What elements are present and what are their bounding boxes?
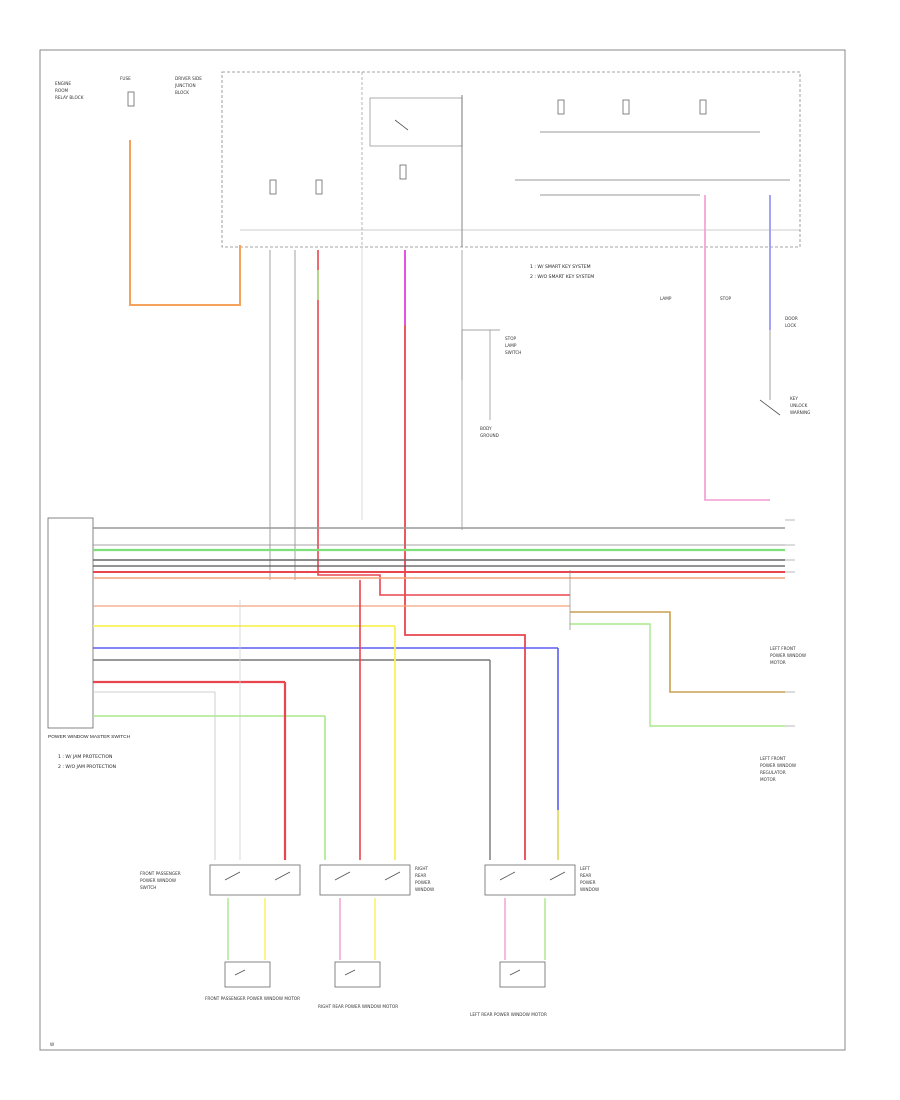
svg-text:MOTOR: MOTOR [760, 777, 776, 782]
svg-text:STOP: STOP [505, 336, 517, 341]
svg-text:FUSE: FUSE [120, 76, 131, 81]
motor-left-rear: LEFT REAR POWER WINDOW MOTOR [470, 961, 547, 1017]
svg-text:BODY: BODY [480, 426, 492, 431]
svg-text:JUNCTION: JUNCTION [174, 83, 196, 88]
svg-text:POWER WINDOW: POWER WINDOW [770, 653, 806, 658]
svg-text:DOOR: DOOR [785, 316, 798, 321]
motor-front-passenger: FRONT PASSENGER POWER WINDOW MOTOR [205, 961, 300, 1001]
fuse-icon [269, 99, 707, 195]
svg-text:SWITCH: SWITCH [505, 350, 521, 355]
svg-text:GROUND: GROUND [480, 433, 499, 438]
svg-text:POWER: POWER [415, 880, 431, 885]
svg-text:LOCK: LOCK [785, 323, 796, 328]
front-motor-label: FRONT PASSENGER POWER WINDOW MOTOR [205, 996, 300, 1001]
master-switch-label: POWER WINDOW MASTER SWITCH [48, 734, 131, 740]
svg-text:POWER WINDOW: POWER WINDOW [760, 763, 796, 768]
svg-text:FRONT PASSENGER: FRONT PASSENGER [140, 871, 181, 876]
wire-lgreen-r [570, 623, 785, 727]
switch-left-rear: LEFT REAR POWER WINDOW [484, 864, 599, 896]
junction-box [221, 71, 801, 248]
svg-text:BLOCK: BLOCK [175, 90, 189, 95]
svg-text:DRIVER SIDE: DRIVER SIDE [175, 76, 202, 81]
svg-text:WINDOW: WINDOW [580, 887, 599, 892]
svg-text:ENGINE: ENGINE [55, 81, 71, 86]
svg-text:REAR: REAR [580, 873, 591, 878]
svg-text:LAMP: LAMP [505, 343, 517, 348]
svg-text:POWER WINDOW: POWER WINDOW [140, 878, 176, 883]
svg-text:MOTOR: MOTOR [770, 660, 786, 665]
svg-text:ROOM: ROOM [55, 88, 69, 93]
switch-front-passenger: FRONT PASSENGER POWER WINDOW SWITCH [140, 864, 301, 896]
note-2: 2 : W/O SMART KEY SYSTEM [530, 274, 594, 280]
connector-note-1: 1 : W/ JAM PROTECTION [58, 754, 113, 760]
svg-text:POWER: POWER [580, 880, 596, 885]
wire-brown [570, 611, 785, 693]
svg-text:SWITCH: SWITCH [140, 885, 156, 890]
svg-text:UNLOCK: UNLOCK [790, 403, 808, 408]
note-1: 1 : W/ SMART KEY SYSTEM [530, 264, 591, 270]
master-switch-connector [47, 517, 94, 729]
connector-note-2: 2 : W/O JAM PROTECTION [58, 764, 116, 770]
svg-text:LAMP: LAMP [660, 296, 672, 301]
switch-right-rear: RIGHT REAR POWER WINDOW [319, 864, 434, 896]
frame-label: W [50, 1042, 54, 1047]
wire-red-2 [404, 325, 526, 860]
left-rear-motor-label: LEFT REAR POWER WINDOW MOTOR [470, 1012, 547, 1017]
svg-text:KEY: KEY [790, 396, 798, 401]
svg-text:STOP: STOP [720, 296, 732, 301]
svg-text:WINDOW: WINDOW [415, 887, 434, 892]
svg-text:LEFT: LEFT [580, 866, 590, 871]
right-rear-motor-label: RIGHT REAR POWER WINDOW MOTOR [318, 1004, 398, 1009]
wire-red-1 [317, 250, 570, 596]
svg-text:LEFT FRONT: LEFT FRONT [770, 646, 796, 651]
motor-right-rear: RIGHT REAR POWER WINDOW MOTOR [318, 961, 398, 1009]
diagram-frame [39, 49, 846, 1051]
svg-text:LEFT FRONT: LEFT FRONT [760, 756, 786, 761]
wire-pink [704, 195, 770, 501]
svg-text:RIGHT: RIGHT [415, 866, 429, 871]
wire-orange [129, 140, 241, 306]
svg-text:REAR: REAR [415, 873, 426, 878]
svg-text:REGULATOR: REGULATOR [760, 770, 786, 775]
svg-text:WARNING: WARNING [790, 410, 810, 415]
svg-text:RELAY BLOCK: RELAY BLOCK [55, 95, 84, 100]
relay-box [369, 97, 463, 147]
